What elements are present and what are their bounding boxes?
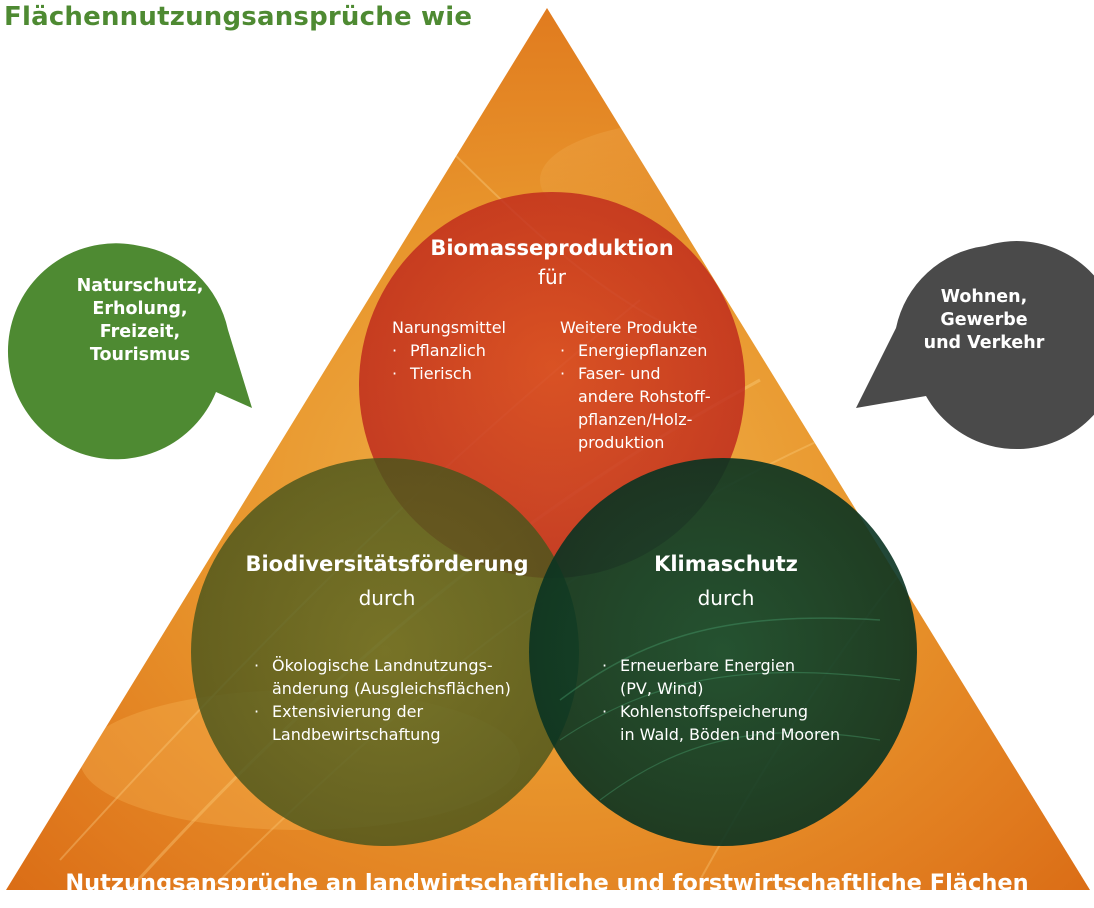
climate-item-cont: in Wald, Böden und Mooren <box>620 725 841 744</box>
page-title: Flächennutzungsansprüche wie <box>4 2 473 32</box>
bullet-dot: · <box>392 364 398 383</box>
biodiversity-item-text: Ökologische Landnutzungs- <box>272 656 493 675</box>
biodiversity-item-cont: Landbewirtschaftung <box>272 725 441 744</box>
climate-heading: Klimaschutz <box>654 552 798 576</box>
left-bubble-line: Naturschutz, <box>76 276 204 296</box>
climate-circle <box>529 458 917 846</box>
biomass-left-label: Narungsmittel <box>392 318 506 337</box>
biodiversity-item: · Extensivierung der <box>254 700 511 723</box>
biomass-right-item: · Energiepflanzen <box>560 339 711 362</box>
biodiversity-heading: Biodiversitätsförderung <box>245 552 529 576</box>
climate-item: · Erneuerbare Energien <box>602 654 840 677</box>
biomass-right-continuation: produktion <box>578 433 665 452</box>
biodiversity-list: · Ökologische Landnutzungs- änderung (Aus… <box>254 654 511 746</box>
right-bubble-line: Gewerbe <box>940 310 1028 330</box>
biomass-right-label: Weitere Produkte <box>560 318 698 337</box>
biodiversity-circle <box>191 458 579 846</box>
right-bubble <box>856 241 1094 450</box>
biodiversity-item: · Ökologische Landnutzungs- <box>254 654 511 677</box>
biomass-left-item-text: Pflanzlich <box>410 341 486 360</box>
climate-sub: durch <box>697 586 755 610</box>
right-bubble-text: Wohnen, Gewerbe und Verkehr <box>884 286 1084 355</box>
bullet-dot: · <box>602 656 608 675</box>
left-bubble-line: Freizeit, <box>99 322 181 342</box>
bullet-dot: · <box>254 702 260 721</box>
biomass-right-item-text: Energiepflanzen <box>578 341 708 360</box>
biodiversity-sub: durch <box>358 586 416 610</box>
bullet-dot: · <box>602 702 608 721</box>
fiber-strands <box>559 617 901 801</box>
climate-list: · Erneuerbare Energien (PV, Wind) · Kohlen… <box>602 654 840 746</box>
bullet-dot: · <box>254 656 260 675</box>
biomass-left-item: · Tierisch <box>392 362 506 385</box>
biomass-right-item: · Faser- und <box>560 362 711 385</box>
right-bubble-line: und Verkehr <box>923 333 1045 353</box>
biodiversity-item-text: Extensivierung der <box>272 702 424 721</box>
biomass-left-item: · Pflanzlich <box>392 339 506 362</box>
climate-item: · Kohlenstoffspeicherung <box>602 700 840 723</box>
biomass-right-column: Weitere Produkte · Energiepflanzen · Faser… <box>560 316 711 454</box>
climate-item-text: Erneuerbare Energien <box>620 656 796 675</box>
right-bubble-line: Wohnen, <box>940 287 1028 307</box>
left-bubble-text: Naturschutz, Erholung, Freizeit, Tourism… <box>40 275 240 367</box>
biodiversity-item-cont: änderung (Ausgleichsflächen) <box>272 679 511 698</box>
bullet-dot: · <box>560 341 566 360</box>
footer-title: Nutzungsansprüche an landwirtschaftliche… <box>65 870 1029 896</box>
biomass-left-item-text: Tierisch <box>410 364 472 383</box>
climate-item-cont: (PV, Wind) <box>620 679 704 698</box>
biomass-left-column: Narungsmittel · Pflanzlich · Tierisch <box>392 316 506 385</box>
bullet-dot: · <box>392 341 398 360</box>
biomass-right-continuation: pflanzen/Holz- <box>578 410 693 429</box>
climate-item-text: Kohlenstoffspeicherung <box>620 702 809 721</box>
biomass-heading: Biomasseproduktion <box>430 236 674 260</box>
left-bubble <box>7 243 252 460</box>
bullet-dot: · <box>560 364 566 383</box>
left-bubble-line: Tourismus <box>89 345 191 365</box>
left-bubble-line: Erholung, <box>92 299 188 319</box>
biomass-right-continuation: andere Rohstoff- <box>578 387 711 406</box>
biomass-sub: für <box>538 265 566 289</box>
biomass-right-item-text: Faser- und <box>578 364 661 383</box>
